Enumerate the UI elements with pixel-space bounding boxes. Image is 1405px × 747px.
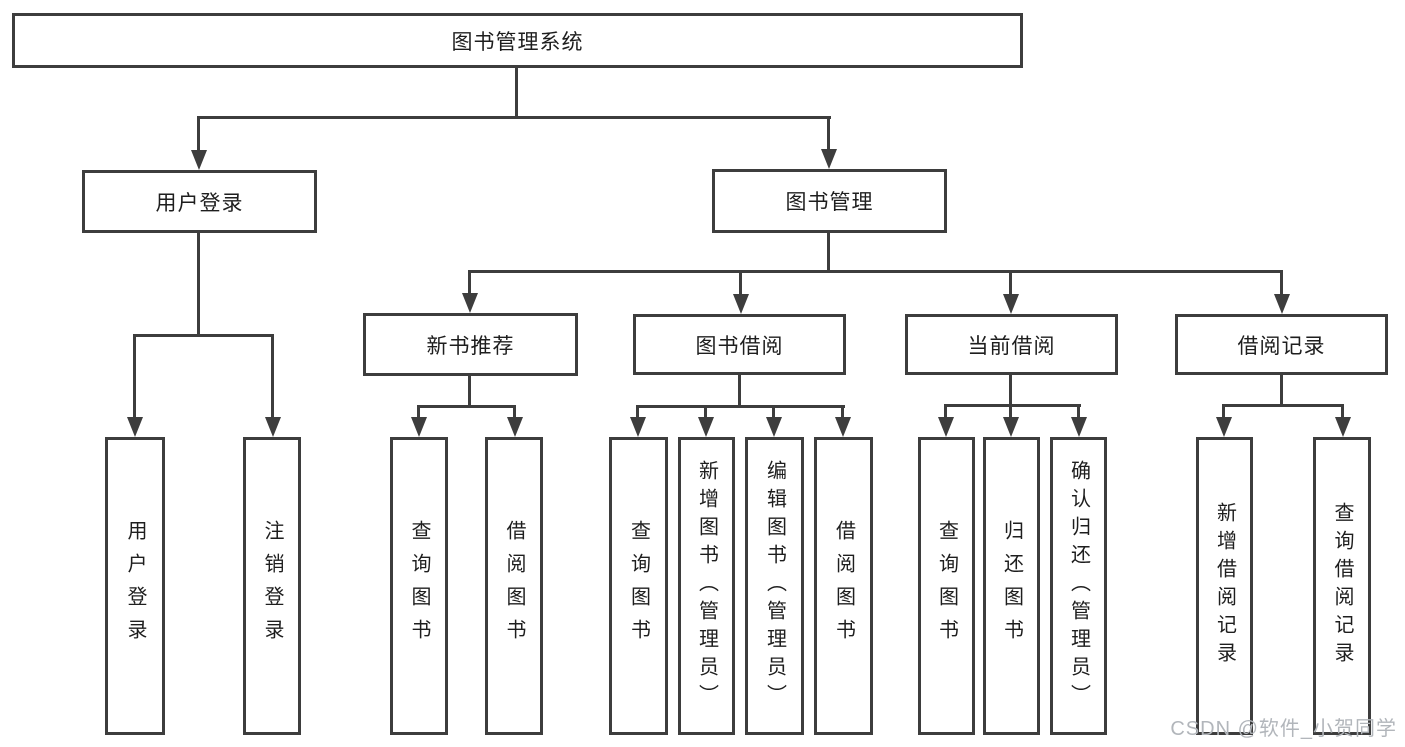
leaf-query-books-recommend: 查询图书: [390, 437, 448, 735]
arrow-down: [1003, 417, 1019, 437]
arrow-down: [938, 417, 954, 437]
node-book-borrow: 图书借阅: [633, 314, 846, 375]
node-user-login: 用户登录: [82, 170, 317, 233]
arrow-down: [835, 417, 851, 437]
arrow-down: [507, 417, 523, 437]
connector-line: [468, 270, 471, 294]
connector-line: [1341, 404, 1344, 418]
connector-line: [738, 375, 741, 408]
connector-line: [468, 270, 1283, 273]
leaf-borrow-books-recommend: 借阅图书: [485, 437, 543, 735]
connector-line: [197, 116, 831, 119]
arrow-down: [1274, 294, 1290, 314]
node-borrow-records: 借阅记录: [1175, 314, 1388, 375]
arrow-down: [127, 417, 143, 437]
connector-line: [739, 270, 742, 295]
leaf-label: 查询图书: [935, 520, 958, 652]
connector-line: [417, 405, 420, 418]
node-label: 新书推荐: [426, 334, 515, 358]
leaf-label: 借阅图书: [503, 520, 525, 652]
connector-line: [944, 404, 947, 418]
leaf-label: 归还图书: [1000, 520, 1023, 652]
connector-line: [772, 405, 775, 418]
connector-line: [1280, 375, 1283, 407]
arrow-down: [462, 293, 478, 313]
connector-line: [271, 334, 274, 418]
arrow-down: [698, 417, 714, 437]
node-current-borrow: 当前借阅: [905, 314, 1118, 375]
leaf-return-book: 归还图书: [983, 437, 1040, 735]
leaf-user-login: 用户登录: [105, 437, 165, 735]
arrow-down: [821, 149, 837, 169]
arrow-down: [411, 417, 427, 437]
connector-line: [515, 68, 518, 118]
leaf-logout: 注销登录: [243, 437, 301, 735]
node-label: 用户登录: [155, 191, 244, 215]
arrow-down: [766, 417, 782, 437]
arrow-down: [1071, 417, 1087, 437]
leaf-label: 查询图书: [627, 520, 650, 652]
arrow-down: [630, 417, 646, 437]
connector-line: [133, 334, 136, 418]
connector-line: [513, 405, 516, 418]
arrow-down: [1216, 417, 1232, 437]
connector-line: [133, 334, 274, 337]
leaf-label: 查询借阅记录: [1331, 502, 1353, 670]
connector-line: [827, 233, 830, 273]
connector-line: [1009, 270, 1012, 295]
leaf-query-books-current: 查询图书: [918, 437, 975, 735]
leaf-label: 注销登录: [261, 520, 283, 652]
node-book-management: 图书管理: [712, 169, 947, 233]
connector-line: [1009, 404, 1012, 418]
connector-line: [827, 116, 830, 151]
node-label: 图书借阅: [695, 334, 784, 358]
leaf-confirm-return-admin: 确认归还（管理员）: [1050, 437, 1107, 735]
leaf-label: 查询图书: [408, 520, 430, 652]
node-label: 当前借阅: [967, 334, 1056, 358]
connector-line: [636, 405, 639, 418]
arrow-down: [1335, 417, 1351, 437]
csdn-watermark: CSDN @软件_小贺同学: [1170, 718, 1397, 740]
leaf-label: 新增借阅记录: [1213, 502, 1236, 670]
node-library-system: 图书管理系统: [12, 13, 1023, 68]
leaf-query-borrow-record: 查询借阅记录: [1313, 437, 1371, 735]
connector-line: [1009, 375, 1012, 407]
connector-line: [704, 405, 707, 418]
connector-line: [417, 405, 516, 408]
connector-line: [1222, 404, 1344, 407]
connector-line: [197, 116, 200, 152]
leaf-label: 用户登录: [124, 520, 146, 652]
connector-line: [636, 405, 845, 408]
arrow-down: [733, 294, 749, 314]
node-label: 图书管理系统: [451, 30, 584, 54]
node-label: 图书管理: [785, 191, 874, 214]
node-new-book-recommend: 新书推荐: [363, 313, 578, 376]
leaf-add-book-admin: 新增图书（管理员）: [678, 437, 735, 735]
leaf-edit-book-admin: 编辑图书（管理员）: [745, 437, 804, 735]
leaf-borrow-books-borrow: 借阅图书: [814, 437, 873, 735]
node-label: 借阅记录: [1237, 334, 1326, 358]
arrow-down: [265, 417, 281, 437]
leaf-label: 借阅图书: [832, 520, 855, 652]
connector-line: [468, 376, 471, 408]
arrow-down: [191, 150, 207, 170]
leaf-query-books-borrow: 查询图书: [609, 437, 668, 735]
connector-line: [944, 404, 1081, 407]
connector-line: [1222, 404, 1225, 418]
connector-line: [1280, 270, 1283, 295]
leaf-label: 新增图书（管理员）: [695, 460, 718, 712]
leaf-label: 确认归还（管理员）: [1067, 460, 1090, 712]
arrow-down: [1003, 294, 1019, 314]
leaf-add-borrow-record: 新增借阅记录: [1196, 437, 1253, 735]
connector-line: [1077, 404, 1080, 418]
connector-line: [841, 405, 844, 418]
connector-line: [197, 233, 200, 337]
leaf-label: 编辑图书（管理员）: [763, 460, 786, 712]
